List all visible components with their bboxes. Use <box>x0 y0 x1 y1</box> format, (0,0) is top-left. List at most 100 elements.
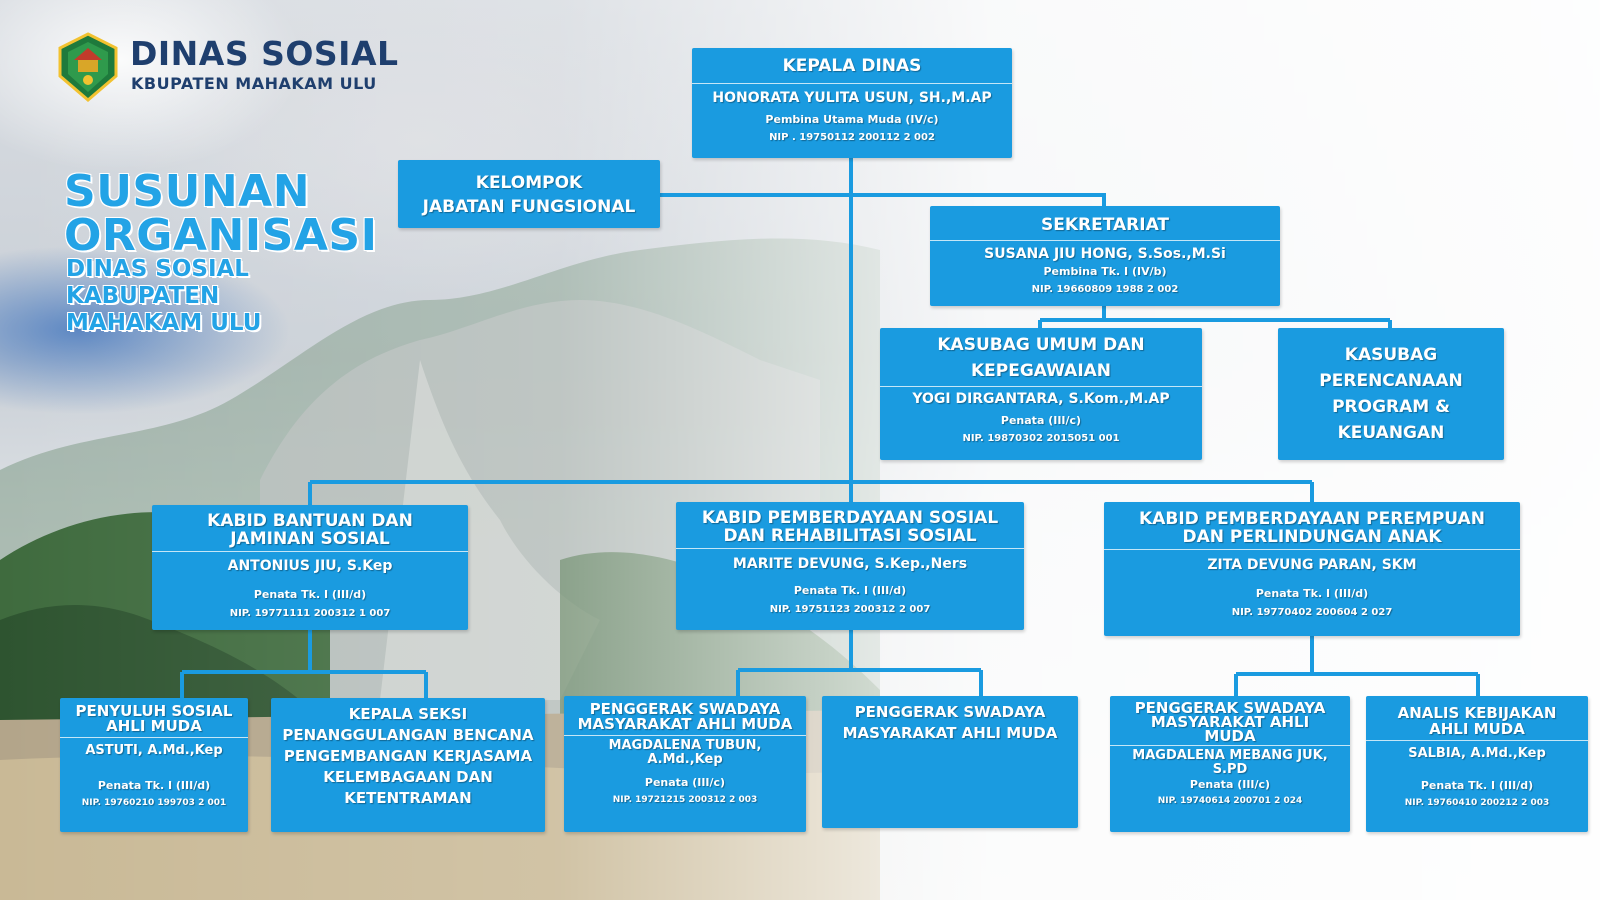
divider <box>60 737 248 738</box>
node-title-line-2: AHLI MUDA <box>1429 720 1525 738</box>
node-person-name-2: A.Md.,Kep <box>647 752 723 767</box>
node-kepala-dinas[interactable]: KEPALA DINAS HONORATA YULITA USUN, SH.,M… <box>692 48 1012 158</box>
node-title: KEPALA DINAS <box>782 56 922 76</box>
org-subtitle: KBUPATEN MAHAKAM ULU <box>131 74 377 93</box>
node-penggerak-swadaya-1[interactable]: PENGGERAK SWADAYA MASYARAKAT AHLI MUDA M… <box>564 696 806 832</box>
perempuan-children-line <box>1234 636 1480 696</box>
node-rank: Pembina Utama Muda (IV/c) <box>765 113 939 126</box>
title-line-2: ORGANISASI <box>64 210 378 261</box>
node-title-line-2: PERENCANAAN <box>1319 371 1463 391</box>
node-person-name-2: S.PD <box>1212 762 1248 777</box>
divider <box>152 551 468 552</box>
node-title-line-2: KEPEGAWAIAN <box>970 361 1112 381</box>
node-title-line-4: KEUANGAN <box>1337 423 1445 443</box>
node-person-name: ASTUTI, A.Md.,Kep <box>85 743 223 758</box>
node-title-line-4: KELEMBAGAAN DAN <box>323 768 493 786</box>
subtitle-line-2: KABUPATEN <box>66 283 220 309</box>
node-title-line-1: KASUBAG UMUM DAN <box>937 335 1145 355</box>
divider <box>1366 740 1588 741</box>
kabid-bus-line <box>308 480 1314 505</box>
node-title-line-1: KELOMPOK <box>475 173 583 193</box>
divider <box>1110 745 1350 746</box>
node-title-line-1: KASUBAG <box>1344 345 1438 365</box>
node-title-line-2: PENANGGULANGAN BENCANA <box>282 726 534 744</box>
node-penggerak-swadaya-2[interactable]: PENGGERAK SWADAYA MASYARAKAT AHLI MUDA <box>822 696 1078 828</box>
divider <box>564 735 806 736</box>
node-kabid-bantuan-jaminan-sosial[interactable]: KABID BANTUAN DAN JAMINAN SOSIAL ANTONIU… <box>152 505 468 630</box>
fungsional-sekretariat-line <box>660 193 1106 208</box>
node-rank: Penata Tk. I (III/d) <box>253 588 367 601</box>
node-person-name: HONORATA YULITA USUN, SH.,M.AP <box>712 90 992 106</box>
node-nip: NIP. 19660809 1988 2 002 <box>1031 284 1179 295</box>
node-title-line-2: AHLI MUDA <box>106 717 202 735</box>
node-person-name: YOGI DIRGANTARA, S.Kom.,M.AP <box>912 391 1170 407</box>
divider <box>1104 549 1520 550</box>
node-title-line-5: KETENTRAMAN <box>344 789 472 807</box>
node-title-line-2: DAN REHABILITASI SOSIAL <box>723 526 977 546</box>
node-title-line-2: MASYARAKAT AHLI <box>1150 713 1310 731</box>
node-nip: NIP . 19750112 200112 2 002 <box>769 132 935 143</box>
node-title-line-1: PENYULUH SOSIAL <box>75 702 233 720</box>
node-sekretariat[interactable]: SEKRETARIAT SUSANA JIU HONG, S.Sos.,M.Si… <box>930 206 1280 306</box>
node-title-line-1: KABID PEMBERDAYAAN SOSIAL <box>701 508 999 528</box>
node-penggerak-swadaya-3[interactable]: PENGGERAK SWADAYA MASYARAKAT AHLI MUDA M… <box>1110 696 1350 832</box>
node-person-name: MARITE DEVUNG, S.Kep.,Ners <box>732 556 968 572</box>
node-title-line-1: KABID BANTUAN DAN <box>207 511 413 531</box>
title-line-1: SUSUNAN <box>64 166 311 217</box>
node-title-line-1: PENGGERAK SWADAYA <box>854 703 1046 721</box>
node-title-line-2: DAN PERLINDUNGAN ANAK <box>1182 527 1442 547</box>
node-nip: NIP. 19770402 200604 2 027 <box>1231 607 1393 618</box>
node-nip: NIP. 19760410 200212 2 003 <box>1404 798 1550 808</box>
node-kelompok-jabatan-fungsional[interactable]: KELOMPOK JABATAN FUNGSIONAL <box>398 160 660 228</box>
node-person-name: SALBIA, A.Md.,Kep <box>1408 746 1546 761</box>
node-rank: Penata Tk. I (III/d) <box>1255 587 1369 600</box>
node-title: SEKRETARIAT <box>1040 215 1169 235</box>
node-rank: Penata (III/c) <box>1189 778 1271 791</box>
node-kabid-pemberdayaan-sosial[interactable]: KABID PEMBERDAYAAN SOSIAL DAN REHABILITA… <box>676 502 1024 630</box>
node-title-line-2: MASYARAKAT AHLI MUDA <box>842 724 1058 742</box>
pemberdayaan-children-line <box>736 630 983 696</box>
node-penyuluh-sosial[interactable]: PENYULUH SOSIAL AHLI MUDA ASTUTI, A.Md.,… <box>60 698 248 832</box>
node-title-line-1: ANALIS KEBIJAKAN <box>1397 704 1557 722</box>
node-nip: NIP. 19870302 2015051 001 <box>962 433 1120 444</box>
node-title-line-3: PROGRAM & <box>1332 397 1450 417</box>
node-title-line-1: PENGGERAK SWADAYA <box>589 700 781 718</box>
node-person-name: ANTONIUS JIU, S.Kep <box>227 558 393 574</box>
node-title-line-1: KABID PEMBERDAYAAN PEREMPUAN <box>1139 509 1485 529</box>
node-title-line-3: MUDA <box>1204 727 1256 745</box>
node-nip: NIP. 19771111 200312 1 007 <box>229 608 391 619</box>
subtitle-line-3: MAHAKAM ULU <box>66 310 262 336</box>
node-title-line-1: PENGGERAK SWADAYA <box>1134 699 1326 717</box>
node-nip: NIP. 19760210 199703 2 001 <box>81 798 227 808</box>
page-subtitle: DINAS SOSIAL KABUPATEN MAHAKAM ULU <box>66 256 261 337</box>
sekretariat-kasubag-line <box>1038 306 1392 328</box>
node-title-line-2: JABATAN FUNGSIONAL <box>422 197 636 217</box>
node-person-name-1: MAGDALENA TUBUN, <box>608 738 762 753</box>
node-analis-kebijakan[interactable]: ANALIS KEBIJAKAN AHLI MUDA SALBIA, A.Md.… <box>1366 696 1588 832</box>
node-person-name: SUSANA JIU HONG, S.Sos.,M.Si <box>984 246 1226 262</box>
node-kabid-pemberdayaan-perempuan[interactable]: KABID PEMBERDAYAAN PEREMPUAN DAN PERLIND… <box>1104 502 1520 636</box>
page-title: SUSUNAN ORGANISASI <box>64 170 377 258</box>
bantuan-children-line <box>180 630 428 698</box>
node-title-line-3: PENGEMBANGAN KERJASAMA <box>283 747 533 765</box>
node-kasubag-perencanaan[interactable]: KASUBAG PERENCANAAN PROGRAM & KEUANGAN <box>1278 328 1504 460</box>
node-rank: Pembina Tk. I (IV/b) <box>1043 265 1167 278</box>
node-nip: NIP. 19721215 200312 2 003 <box>612 795 758 805</box>
node-kepala-seksi[interactable]: KEPALA SEKSI PENANGGULANGAN BENCANA PENG… <box>271 698 545 832</box>
kabupaten-emblem-logo <box>58 32 118 102</box>
node-rank: Penata (III/c) <box>644 776 726 789</box>
node-person-name-1: MAGDALENA MEBANG JUK, <box>1132 748 1328 763</box>
node-rank: Penata Tk. I (III/d) <box>1420 779 1534 792</box>
node-nip: NIP. 19740614 200701 2 024 <box>1157 796 1303 806</box>
divider <box>692 83 1012 84</box>
node-kasubag-umum-kepegawaian[interactable]: KASUBAG UMUM DAN KEPEGAWAIAN YOGI DIRGAN… <box>880 328 1202 460</box>
node-rank: Penata (III/c) <box>1000 414 1082 427</box>
node-rank: Penata Tk. I (III/d) <box>793 584 907 597</box>
node-rank: Penata Tk. I (III/d) <box>97 779 211 792</box>
node-person-name: ZITA DEVUNG PARAN, SKM <box>1207 557 1417 573</box>
divider <box>880 386 1202 387</box>
node-title-line-2: MASYARAKAT AHLI MUDA <box>577 715 793 733</box>
node-nip: NIP. 19751123 200312 2 007 <box>769 604 931 615</box>
node-title-line-2: JAMINAN SOSIAL <box>230 529 390 549</box>
